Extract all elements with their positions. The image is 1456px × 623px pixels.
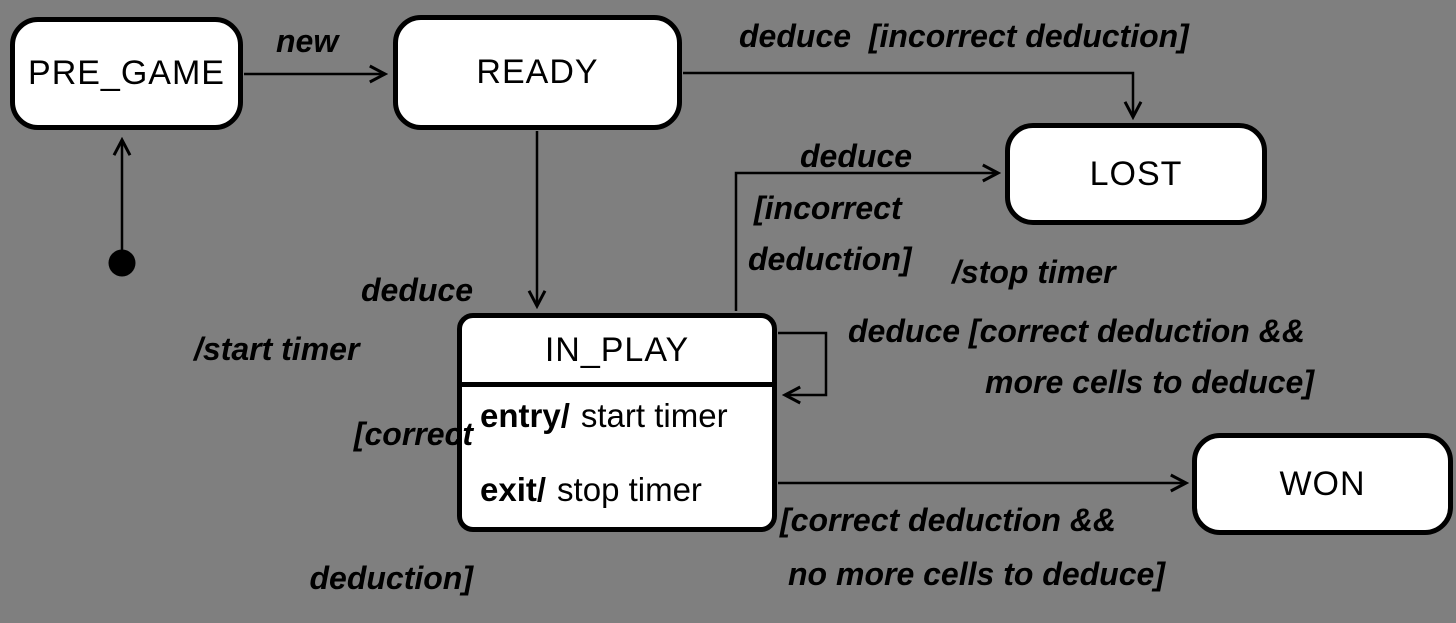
state-won-label: WON bbox=[1279, 464, 1366, 503]
label-inplay-to-won-line2: no more cells to deduce] bbox=[788, 556, 1165, 592]
label-ready-to-inplay-action: /start timer bbox=[194, 331, 360, 367]
state-pre-game: PRE_GAME bbox=[10, 17, 243, 130]
label-inplay-to-won-line1: [correct deduction && bbox=[780, 502, 1117, 538]
initial-state-dot bbox=[108, 249, 136, 277]
transition-inplay-to-lost bbox=[734, 173, 998, 311]
label-pregame-to-ready: new bbox=[276, 23, 339, 59]
entry-action: start timer bbox=[580, 397, 728, 434]
label-inplay-self-line1: deduce [correct deduction && bbox=[848, 313, 1305, 349]
state-pre-game-label: PRE_GAME bbox=[28, 54, 225, 92]
state-won: WON bbox=[1192, 433, 1453, 535]
state-ready-label: READY bbox=[476, 53, 599, 91]
label-ready-to-inplay-guard: deduce [correct deduction] bbox=[309, 272, 473, 596]
state-in-play-title: IN_PLAY bbox=[462, 318, 772, 387]
entry-keyword: entry/ bbox=[480, 397, 570, 434]
state-lost: LOST bbox=[1005, 123, 1267, 225]
exit-action-line: exit/stop timer bbox=[480, 470, 772, 510]
transition-inplay-self-loop bbox=[778, 331, 828, 395]
state-in-play: IN_PLAY entry/start timer exit/stop time… bbox=[457, 313, 777, 532]
entry-action-line: entry/start timer bbox=[480, 396, 772, 436]
label-ready-to-lost: deduce [incorrect deduction] bbox=[739, 18, 1189, 54]
state-ready: READY bbox=[393, 15, 682, 130]
label-inplay-to-lost-guard2: deduction] bbox=[748, 241, 912, 277]
exit-keyword: exit/ bbox=[480, 471, 547, 508]
label-inplay-to-lost-guard1: [incorrect bbox=[754, 190, 902, 226]
state-in-play-actions: entry/start timer exit/stop timer bbox=[462, 387, 772, 510]
label-inplay-self-line2: more cells to deduce] bbox=[985, 364, 1314, 400]
label-inplay-to-lost-action: /stop timer bbox=[952, 254, 1116, 290]
label-inplay-to-lost-trigger: deduce bbox=[800, 138, 913, 174]
state-lost-label: LOST bbox=[1089, 154, 1183, 193]
transition-ready-to-lost bbox=[683, 71, 1133, 117]
exit-action: stop timer bbox=[557, 471, 702, 508]
